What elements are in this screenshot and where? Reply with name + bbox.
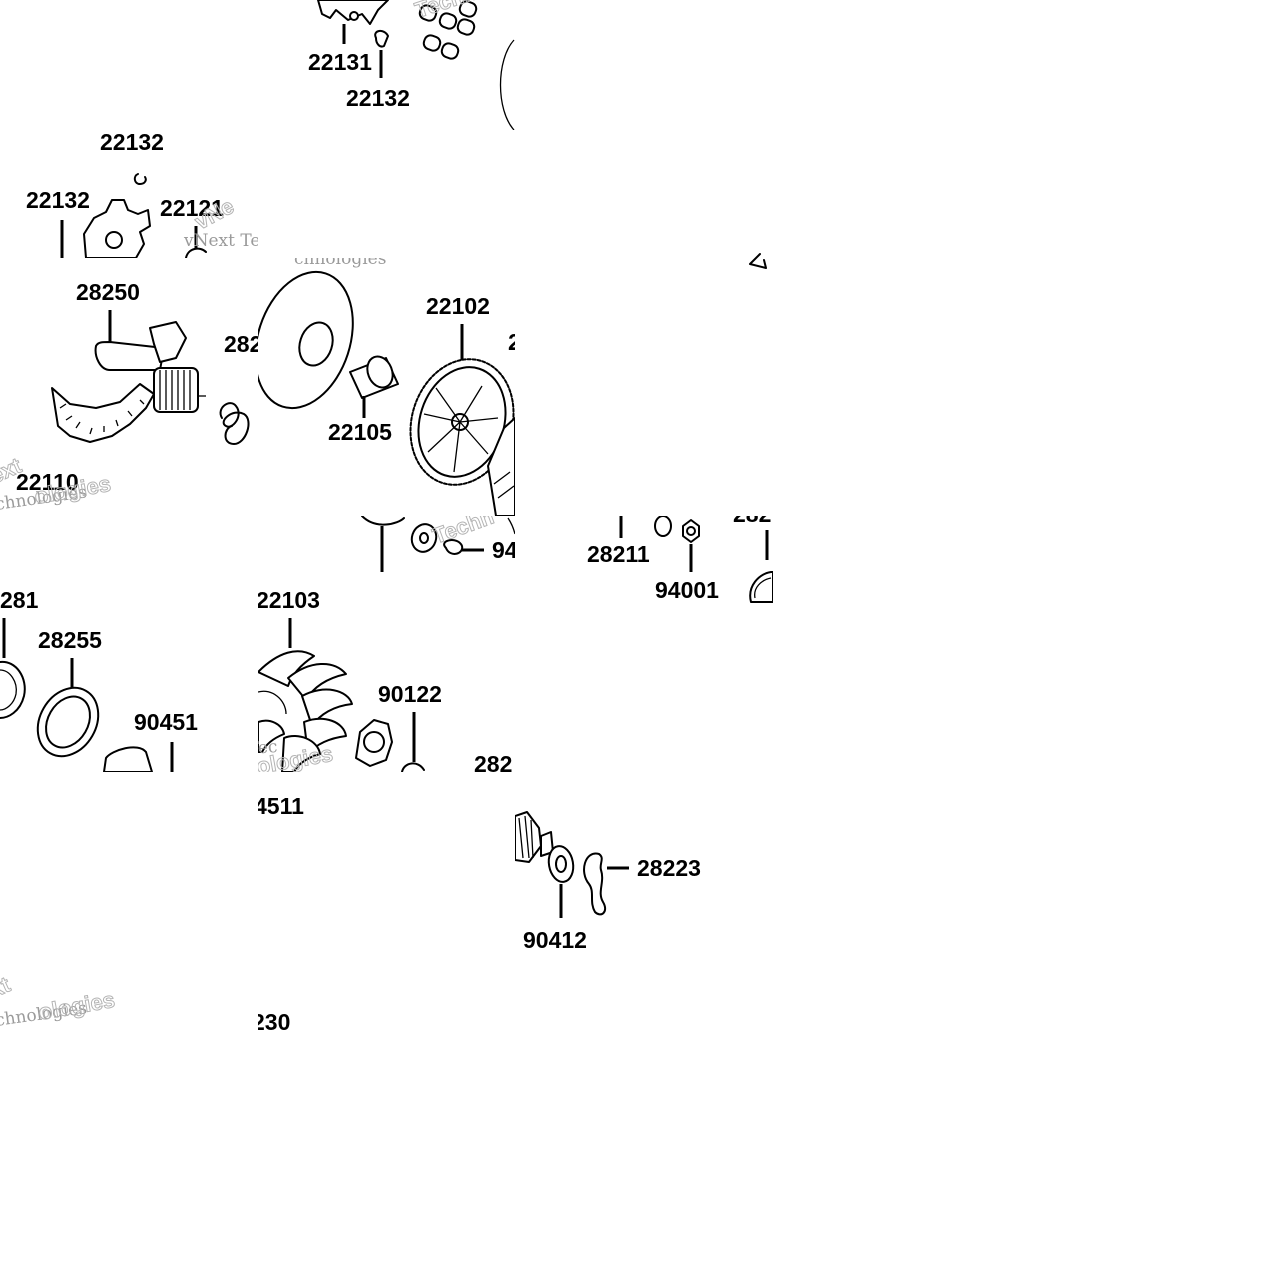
label-2: 2 <box>508 329 515 355</box>
bushing-drawing <box>349 355 399 399</box>
diagram-tile-label-fragment: 4511 <box>258 772 318 822</box>
label-22102: 22102 <box>426 293 490 319</box>
fan-impeller-drawing <box>258 650 353 772</box>
watermark: vNext Te <box>183 231 258 251</box>
watermark: Techn <box>429 516 497 549</box>
label-282: 282 <box>474 751 512 772</box>
label-22132: 22132 <box>100 130 164 155</box>
label-230: 230 <box>258 1009 290 1034</box>
bracket-drawing <box>317 0 389 25</box>
label-22131: 22131 <box>308 49 372 75</box>
clip-drawing <box>374 30 389 48</box>
diagram-tile-lower-center: 22103 vNext Tec ologies 90122 282 <box>258 582 515 772</box>
label-282: 282 <box>224 331 258 357</box>
label-28211: 28211 <box>587 541 650 567</box>
spring-drawing <box>219 402 250 445</box>
diagram-tile-bottom-right: 28223 90412 <box>515 772 773 962</box>
label-94001: 94001 <box>655 577 719 603</box>
label-281: 281 <box>0 587 39 613</box>
rollers-drawing <box>418 0 478 60</box>
watermark: chnologies <box>294 258 386 269</box>
diagram-tile-top-right-fragment <box>740 250 774 274</box>
washer-drawing <box>547 845 575 883</box>
drive-face-plate-drawing <box>258 270 354 410</box>
label-28223: 28223 <box>637 855 701 881</box>
diagram-tile-mid-left: 28250 282 22110 ext chnologies ologies <box>0 258 258 516</box>
circlip-drawing <box>583 852 607 916</box>
label-90451: 90451 <box>134 709 198 735</box>
washer-drawing <box>36 686 100 758</box>
label-28250: 28250 <box>76 279 140 305</box>
label-22110: 22110 <box>16 469 79 495</box>
nut-plate-drawing <box>355 719 425 772</box>
diagram-tile-upper-left: 22132 22132 22121 vNext Te vNe <box>0 130 258 258</box>
diagram-tile-center: chnologies 22105 22102 2 <box>258 258 515 516</box>
label-90412: 90412 <box>523 927 587 953</box>
label-22105: 22105 <box>328 419 392 445</box>
cam-plate-drawing <box>83 199 151 258</box>
label-22132: 22132 <box>26 187 90 213</box>
watermark: xt <box>0 971 15 1002</box>
diagram-tile-top-center: 22131 22132 Techn <box>258 0 515 130</box>
label-22132: 22132 <box>346 85 410 111</box>
shaft-end-drawing <box>515 811 554 863</box>
diagram-tile-bottom-left: xt chnologies ologies <box>0 962 258 1028</box>
label-282: 282 <box>733 516 771 527</box>
gear-wheel-drawing <box>409 358 515 486</box>
kick-starter-shaft-drawing <box>51 321 206 443</box>
diagram-tile-lower-left: 281 28255 90451 <box>0 582 258 772</box>
label-94: 94 <box>492 537 515 563</box>
label-28255: 28255 <box>38 627 102 653</box>
diagram-tile-bottom-center-fragment: 230 <box>258 1000 318 1034</box>
label-22103: 22103 <box>258 587 320 613</box>
label-90122: 90122 <box>378 681 442 707</box>
label-22121: 22121 <box>160 195 224 221</box>
label-4511: 4511 <box>258 793 304 819</box>
watermark: vNext Tec <box>258 737 278 763</box>
diagram-tile-mid-right: 28211 94001 282 <box>515 516 773 606</box>
